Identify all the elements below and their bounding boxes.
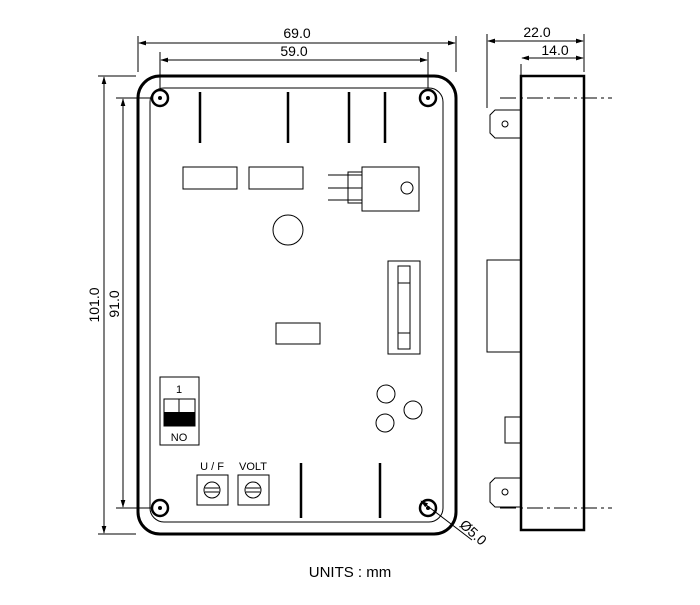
board-inner-outline [149, 87, 444, 523]
dimension-hole-spacing-width: 59.0 [159, 43, 429, 88]
side-small-tab [504, 416, 522, 444]
svg-text:22.0: 22.0 [523, 24, 550, 40]
mounting-hole-bottom-left [150, 498, 170, 518]
svg-text:69.0: 69.0 [283, 25, 310, 41]
side-view [486, 64, 612, 532]
dip-switch-number-label: 1 [176, 384, 182, 396]
svg-text:91.0: 91.0 [106, 290, 122, 317]
dimension-overall-height: 101.0 [86, 75, 136, 535]
dip-switch-state-label: NO [171, 432, 188, 444]
side-terminal-lower [489, 477, 521, 508]
side-terminal-upper [489, 109, 521, 139]
transistor [328, 166, 420, 212]
side-body [519, 74, 586, 532]
front-view: 1 NO U / F VOLT [136, 74, 458, 536]
pot-uf-adjuster [196, 474, 229, 506]
fuse-holder [387, 260, 421, 355]
dimension-hole-spacing-height: 91.0 [106, 97, 152, 509]
svg-text:14.0: 14.0 [541, 42, 568, 58]
dimension-body-depth: 14.0 [521, 42, 584, 61]
dimension-total-depth: 22.0 [486, 24, 585, 108]
svg-text:59.0: 59.0 [280, 43, 307, 59]
pot-volt-adjuster [237, 474, 270, 506]
side-connector-block [486, 259, 522, 353]
top-terminal-slots [198, 92, 387, 143]
bottom-terminal-slots [299, 463, 382, 518]
round-component [272, 214, 304, 246]
board-outer-outline [136, 74, 458, 536]
component-block-middle [248, 166, 304, 190]
dip-switch: 1 NO [159, 376, 200, 446]
mounting-hole-top-left [150, 88, 170, 108]
led-cluster [375, 384, 423, 433]
svg-text:Ø5.0: Ø5.0 [457, 516, 490, 548]
pot-uf-label: U / F [200, 461, 224, 473]
pot-volt-label: VOLT [239, 461, 267, 473]
component-block-center [275, 322, 321, 345]
dimension-overall-width: 69.0 [137, 25, 457, 72]
svg-text:101.0: 101.0 [86, 287, 102, 322]
units-caption: UNITS : mm [309, 564, 392, 581]
side-centerlines [500, 97, 612, 509]
component-block-left [182, 166, 238, 190]
mounting-hole-top-right [418, 88, 438, 108]
